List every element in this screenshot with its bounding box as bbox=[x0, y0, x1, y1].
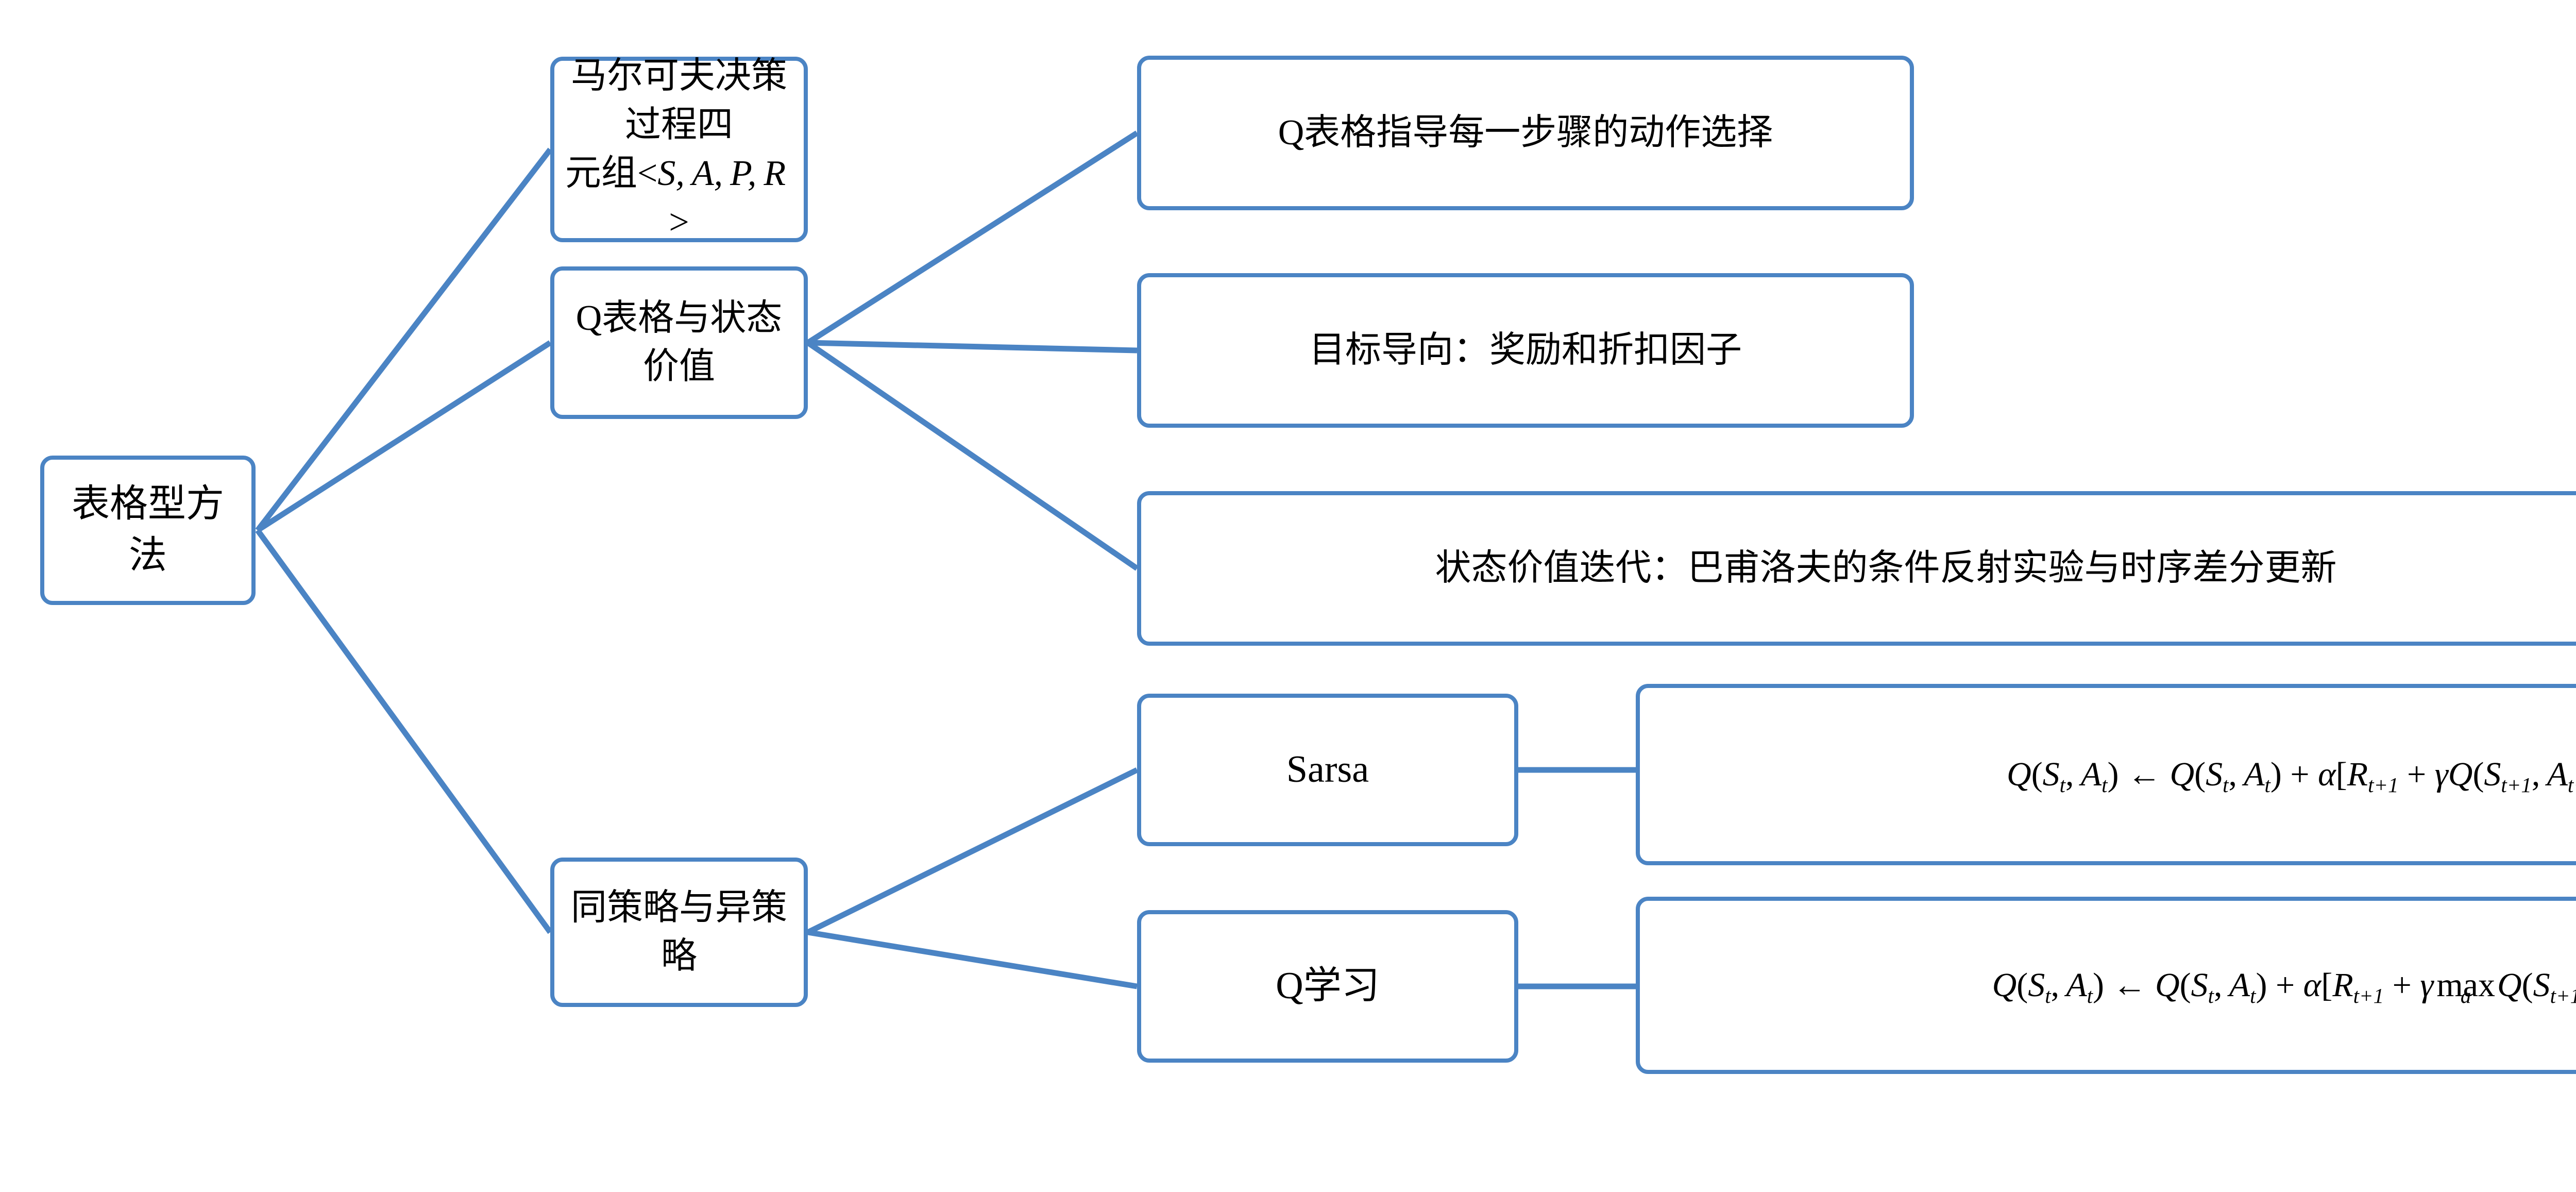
node-q-table-guides-action-selection[interactable]: Q表格指导每一步骤的动作选择 bbox=[1137, 56, 1914, 210]
connector-qtable-to-valueit bbox=[806, 340, 1139, 571]
node-root-label: 表格型方法 bbox=[72, 483, 224, 577]
node-markov-decision-process[interactable]: 马尔可夫决策过程四元组<S, A, P, R > bbox=[550, 56, 808, 242]
node-q-learning[interactable]: Q学习 bbox=[1137, 910, 1518, 1063]
connector-qtable-to-guide bbox=[806, 130, 1139, 345]
node-goal-oriented-reward-discount[interactable]: 目标导向：奖励和折扣因子 bbox=[1137, 273, 1914, 428]
connector-qtable-to-goal bbox=[807, 340, 1138, 354]
node-qlearning-label: Q学习 bbox=[1276, 965, 1380, 1008]
mdp-symbol-s: S bbox=[657, 154, 676, 193]
node-sarsa-equation[interactable]: Q(St, At) ← Q(St, At) + α[Rt+1 + γQ(St+1… bbox=[1636, 684, 2576, 865]
node-on-policy-off-policy[interactable]: 同策略与异策略 bbox=[550, 858, 808, 1007]
sarsa-equation-text: Q(St, At) ← Q(St, At) + α[Rt+1 + γQ(St+1… bbox=[2007, 756, 2576, 797]
connector-root-to-qtable bbox=[256, 340, 552, 533]
node-guide-label: Q表格指导每一步骤的动作选择 bbox=[1278, 112, 1773, 153]
connector-policy-to-qlearning bbox=[807, 929, 1138, 989]
node-qtable-label: Q表格与状态价值 bbox=[575, 298, 783, 387]
node-sarsa-label: Sarsa bbox=[1286, 748, 1369, 791]
node-policy-label: 同策略与异策略 bbox=[571, 887, 787, 977]
node-root[interactable]: 表格型方法 bbox=[40, 456, 256, 605]
mdp-symbol-r: R bbox=[764, 154, 786, 193]
node-mdp-label: 马尔可夫决策过程四元组<S, A, P, R > bbox=[565, 56, 793, 242]
mdp-symbol-a: A bbox=[691, 154, 714, 193]
node-sarsa[interactable]: Sarsa bbox=[1137, 694, 1518, 846]
node-goal-label: 目标导向：奖励和折扣因子 bbox=[1309, 330, 1742, 370]
connector-root-to-policy bbox=[255, 528, 553, 934]
connector-policy-to-sarsa bbox=[806, 767, 1139, 935]
node-value-iteration-label: 状态价值迭代：巴甫洛夫的条件反射实验与时序差分更新 bbox=[1435, 548, 2337, 588]
node-state-value-iteration[interactable]: 状态价值迭代：巴甫洛夫的条件反射实验与时序差分更新 bbox=[1137, 491, 2576, 646]
node-q-table-and-state-value[interactable]: Q表格与状态价值 bbox=[550, 266, 808, 419]
mdp-symbol-p: P bbox=[730, 154, 748, 193]
connector-root-to-mdp bbox=[255, 147, 553, 532]
